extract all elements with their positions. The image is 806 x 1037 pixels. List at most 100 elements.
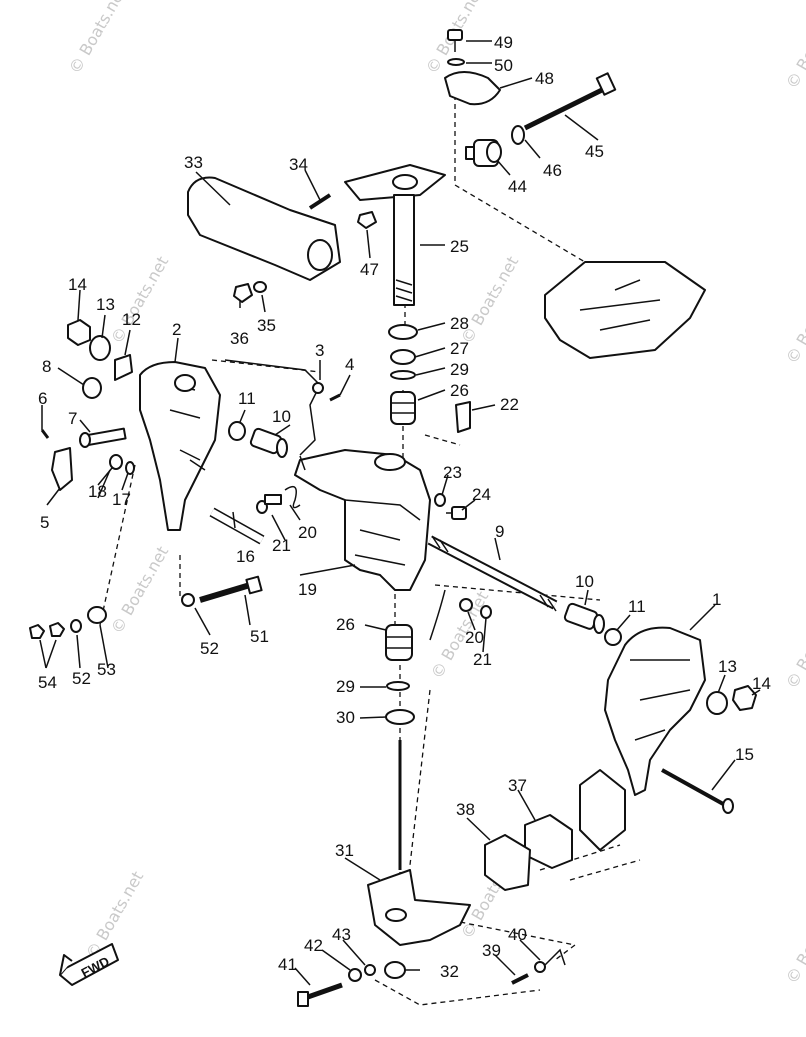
- part-1-right-clamp-bracket: [604, 626, 706, 796]
- label-49: 49: [494, 33, 513, 52]
- label-36: 36: [230, 329, 249, 348]
- part-29-ring: [390, 370, 416, 380]
- label-42: 42: [304, 936, 323, 955]
- part-45-bolt: [523, 72, 617, 131]
- label-3: 3: [315, 341, 324, 360]
- part-6-screw: [40, 429, 50, 439]
- part-34-screw: [308, 193, 332, 210]
- part-32-nut: [384, 961, 406, 979]
- part-3-wire: [224, 359, 321, 456]
- part-35-washer: [253, 281, 267, 293]
- part-54-nut-b: [49, 622, 65, 637]
- part-31-lower-mount: [367, 869, 471, 946]
- label-13-right: 13: [718, 657, 737, 676]
- label-38: 38: [456, 800, 475, 819]
- label-2: 2: [172, 320, 181, 339]
- watermark: © Boats.net: [107, 253, 172, 347]
- label-40: 40: [508, 925, 527, 944]
- label-16: 16: [236, 547, 255, 566]
- label-46: 46: [543, 161, 562, 180]
- label-13: 13: [96, 295, 115, 314]
- part-43-washer: [364, 964, 376, 976]
- part-11-washer: [228, 421, 246, 441]
- label-54: 54: [38, 673, 57, 692]
- label-25: 25: [450, 237, 469, 256]
- label-12: 12: [122, 310, 141, 329]
- label-18: 18: [88, 482, 107, 501]
- watermark: © Boats.net: [782, 273, 806, 367]
- part-52-nut: [181, 593, 195, 607]
- label-29: 29: [450, 360, 469, 379]
- part-drawings: [29, 29, 757, 1007]
- label-28: 28: [450, 314, 469, 333]
- part-36-nut: [233, 283, 253, 303]
- part-18-nut: [109, 454, 123, 470]
- part-51-bolt: [199, 582, 251, 603]
- part-28-washer: [388, 324, 418, 340]
- part-2-left-clamp-bracket: [139, 361, 221, 531]
- part-lower-bracket-right: [579, 769, 626, 851]
- label-15: 15: [735, 745, 754, 764]
- part-10-bushing: [249, 427, 288, 458]
- part-41-bolt: [304, 982, 343, 1001]
- part-30-washer: [385, 709, 415, 725]
- leader-lines: [39, 40, 761, 986]
- fwd-label: FWD: [79, 953, 112, 980]
- part-upper-mount-bracket: [544, 261, 706, 359]
- watermark: © Boats.net: [782, 0, 806, 92]
- label-44: 44: [508, 177, 527, 196]
- part-38-mount: [484, 834, 531, 891]
- label-21-right: 21: [473, 650, 492, 669]
- part-22-plate: [455, 401, 471, 433]
- part-29-ring-lower: [386, 681, 410, 691]
- label-39: 39: [482, 941, 501, 960]
- part-15-bolt: [661, 768, 726, 807]
- label-10-right: 10: [575, 572, 594, 591]
- part-39-screw: [511, 973, 529, 985]
- label-33: 33: [184, 153, 203, 172]
- part-19-swivel-bracket: [294, 449, 431, 591]
- part-42-washer: [348, 968, 362, 982]
- part-20-fitting-right: [459, 598, 473, 612]
- label-19: 19: [298, 580, 317, 599]
- label-52-left: 52: [72, 669, 91, 688]
- label-1: 1: [712, 590, 721, 609]
- part-52-washer: [70, 619, 82, 633]
- label-20: 20: [298, 523, 317, 542]
- watermark: © Boats.net: [107, 543, 172, 637]
- watermark: © Boats.net: [82, 868, 147, 962]
- label-4: 4: [345, 355, 354, 374]
- label-35: 35: [257, 316, 276, 335]
- label-14-right: 14: [752, 674, 771, 693]
- label-53: 53: [97, 660, 116, 679]
- part-25-steering-shaft: [344, 164, 446, 306]
- part-33-mount-housing: [187, 176, 341, 281]
- part-10-bushing-right: [563, 602, 605, 634]
- part-13-washer: [89, 335, 111, 361]
- label-50: 50: [494, 56, 513, 75]
- part-54-nut-a: [29, 624, 45, 639]
- label-22: 22: [500, 395, 519, 414]
- part-26-bushing: [390, 391, 416, 425]
- part-13-washer-right: [706, 691, 728, 715]
- part-20-fitting: [264, 494, 282, 505]
- part-4-screw: [329, 393, 341, 402]
- part-17-washer: [125, 461, 135, 475]
- label-11-right: 11: [628, 597, 646, 616]
- part-48-clamp: [444, 71, 501, 106]
- part-53-washer: [87, 606, 107, 624]
- part-23-washer: [434, 493, 446, 507]
- label-37: 37: [508, 776, 527, 795]
- part-27-washer: [390, 349, 416, 365]
- part-number-labels: 49 50 48 45 46 44 33 34 25 47 36 35 28 2…: [38, 33, 771, 981]
- part-14-nut: [67, 319, 91, 346]
- label-29-lower: 29: [336, 677, 355, 696]
- part-11-washer-right: [604, 628, 622, 646]
- watermark: © Boats.net: [782, 893, 806, 987]
- part-21-washer-right: [480, 605, 492, 619]
- label-14: 14: [68, 275, 87, 294]
- label-7: 7: [68, 409, 77, 428]
- label-34: 34: [289, 155, 308, 174]
- part-8-bushing: [82, 377, 102, 399]
